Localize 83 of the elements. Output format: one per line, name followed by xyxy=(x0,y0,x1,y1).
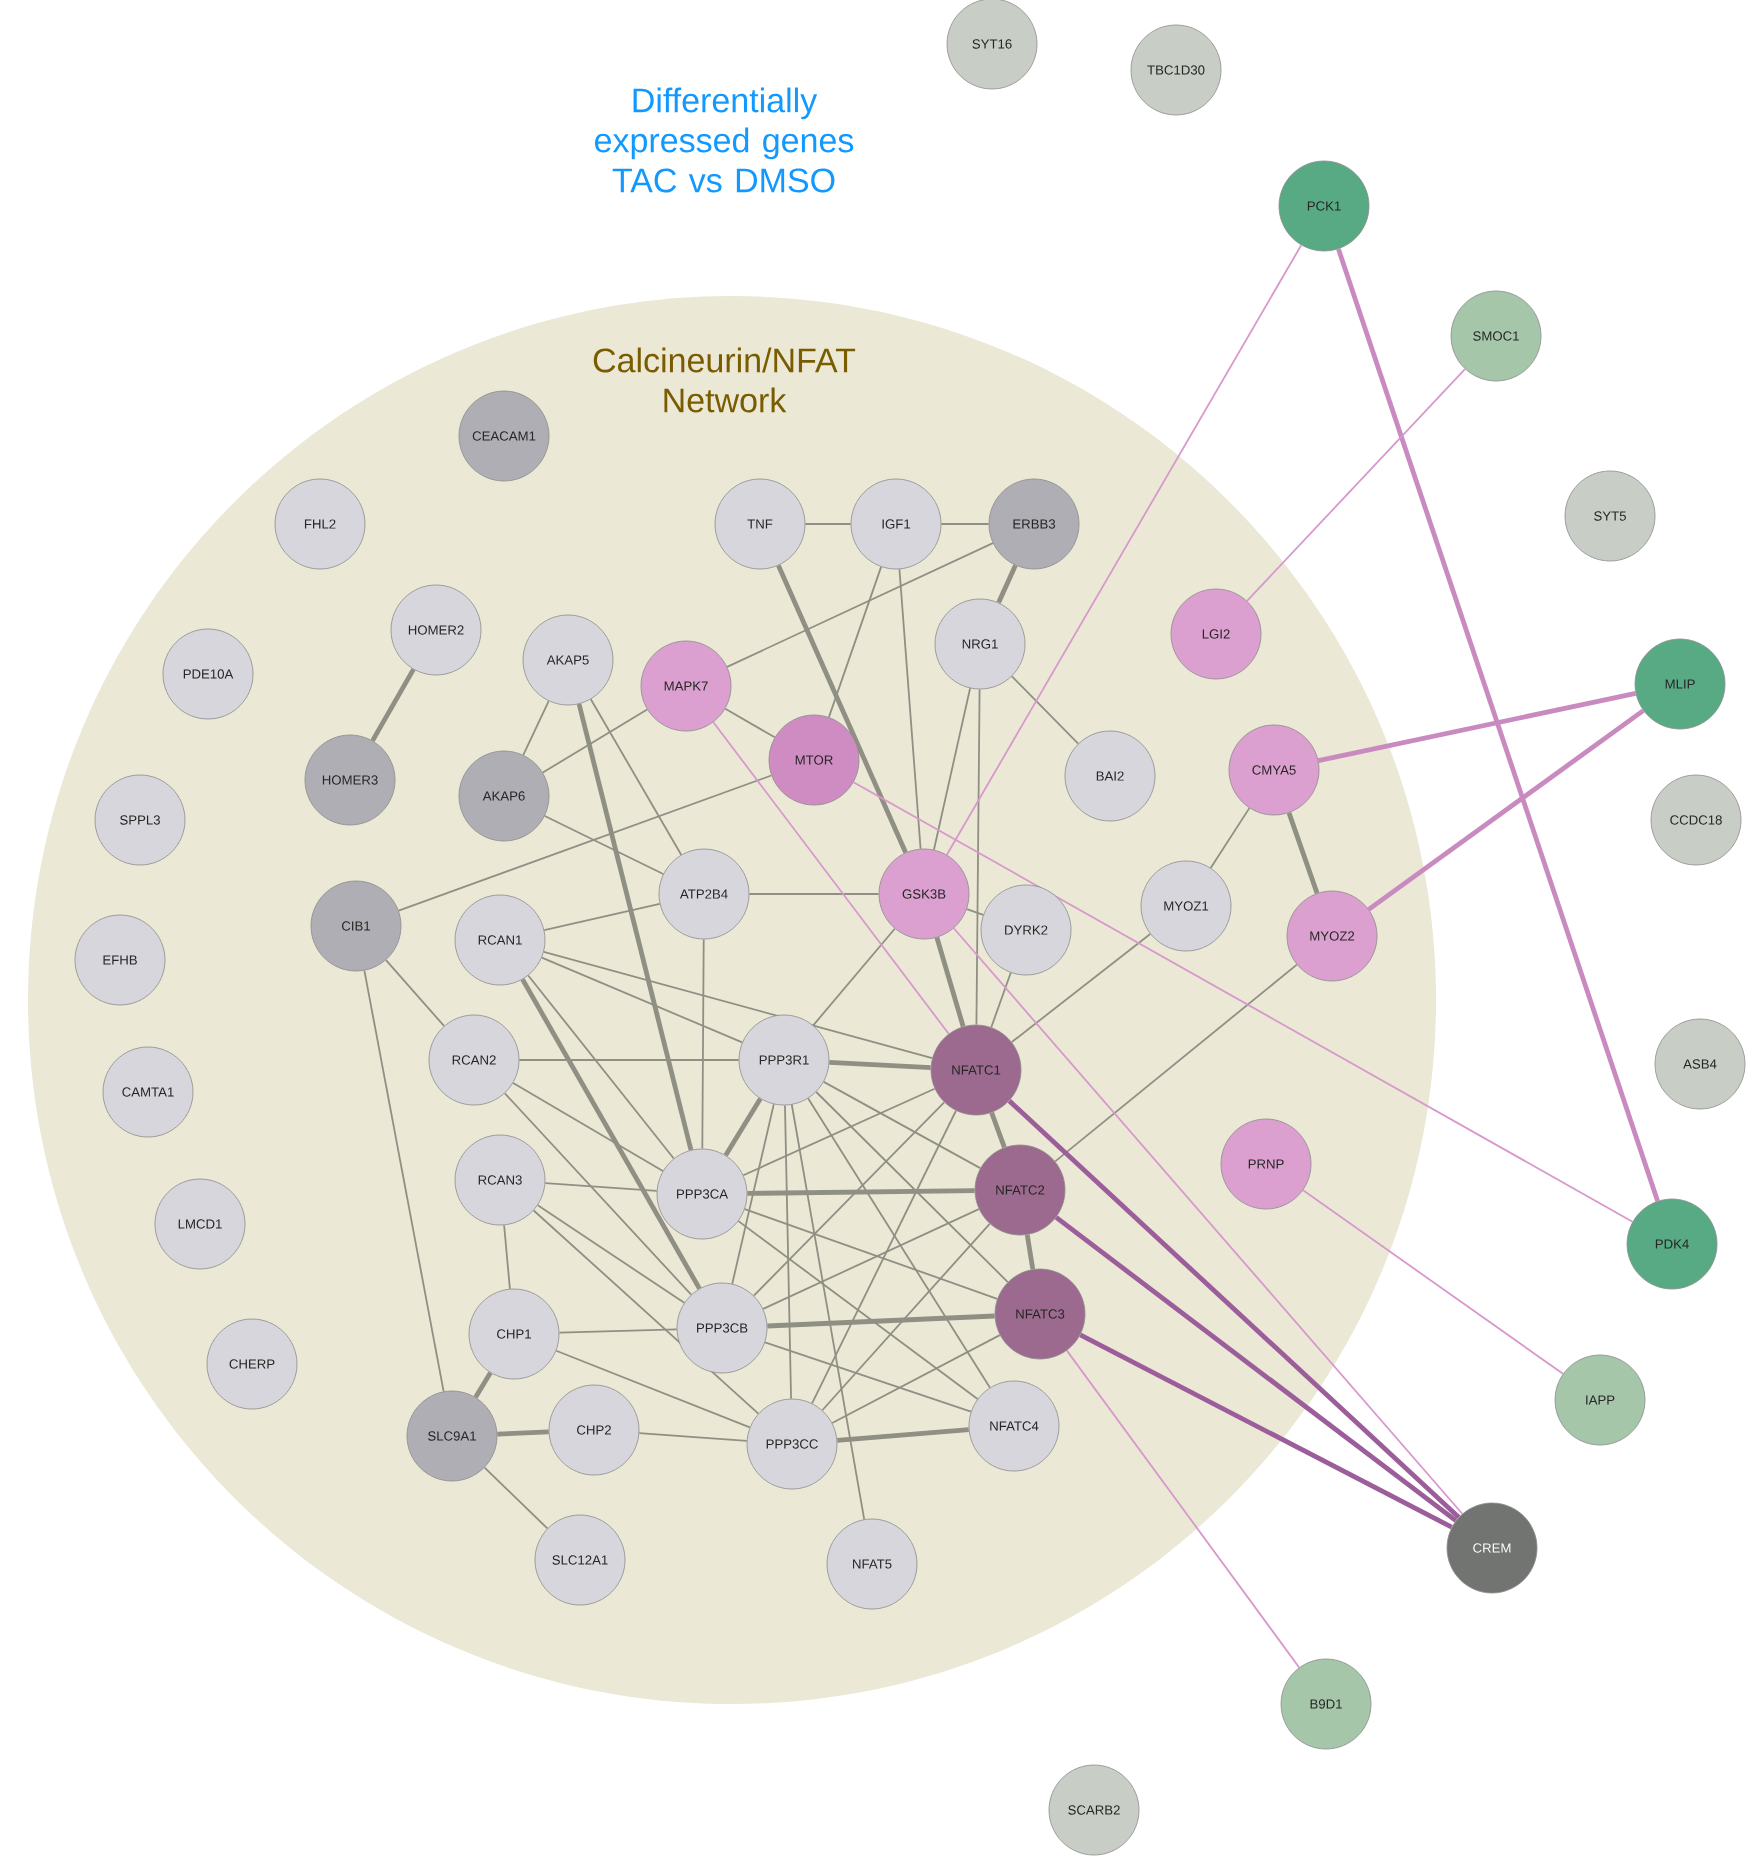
network-edge xyxy=(762,1208,980,1310)
network-edge xyxy=(540,956,744,1044)
network-edge xyxy=(815,1091,1009,1283)
network-edge xyxy=(1336,248,1660,1202)
network-edge xyxy=(1302,1189,1564,1375)
network-edge xyxy=(558,1328,678,1334)
network-edge xyxy=(483,1466,549,1530)
network-edge xyxy=(737,1220,979,1400)
network-edge xyxy=(723,1097,763,1157)
network-edge xyxy=(543,815,665,875)
network-edge xyxy=(952,927,1464,1515)
network-edge xyxy=(807,1097,991,1389)
network-edge xyxy=(724,707,776,739)
network-edge xyxy=(1079,1332,1453,1530)
network-edge xyxy=(752,1101,946,1297)
network-edge xyxy=(829,1059,931,1071)
network-edge xyxy=(397,774,773,912)
network-edge xyxy=(1246,368,1466,602)
network-edge xyxy=(965,908,985,916)
network-edge xyxy=(520,978,702,1290)
network-edge xyxy=(1024,1234,1036,1270)
network-edge xyxy=(852,781,1634,1223)
title: Differentially expressed genes TAC vs DMSO xyxy=(595,87,854,193)
network-edge xyxy=(555,1349,751,1429)
network-edge xyxy=(1367,708,1645,912)
network-edge xyxy=(1317,691,1637,763)
network-edge xyxy=(1010,933,1152,1043)
network-edge xyxy=(1054,1215,1458,1523)
network-edge xyxy=(837,1427,969,1443)
network-edge xyxy=(747,1188,975,1196)
network-edge xyxy=(790,1103,866,1521)
network-edge xyxy=(503,1224,511,1290)
network-edge xyxy=(767,1313,995,1329)
network-edge xyxy=(804,523,852,525)
network-edge xyxy=(385,959,445,1027)
network-edge xyxy=(363,969,445,1393)
network-edge xyxy=(576,703,694,1151)
network-edge xyxy=(1065,1349,1301,1669)
network-edge xyxy=(742,1087,936,1177)
network-edge xyxy=(544,1182,658,1192)
network-edge xyxy=(503,1092,693,1296)
network-edge xyxy=(940,523,990,525)
network-edge xyxy=(831,1334,1001,1424)
network-edge xyxy=(1286,812,1320,894)
network-edge xyxy=(512,1082,664,1172)
network-edge xyxy=(1209,807,1251,869)
network-edge xyxy=(828,566,882,718)
network-edge xyxy=(990,971,1012,1029)
network-edge xyxy=(776,564,908,854)
network-edge xyxy=(370,668,416,742)
network-edge xyxy=(821,1222,991,1412)
network-edge xyxy=(748,893,880,895)
network-edge xyxy=(541,708,649,774)
network-edge xyxy=(518,1059,740,1061)
network-edge xyxy=(542,951,934,1059)
network-edge xyxy=(536,1204,686,1304)
network-edge xyxy=(764,1341,972,1413)
network-edge xyxy=(522,700,550,756)
network-edge xyxy=(473,1371,493,1399)
network-edge xyxy=(945,244,1303,856)
network-edge xyxy=(726,542,994,668)
network-edge xyxy=(1054,963,1298,1163)
network-edge xyxy=(543,903,661,931)
network-edge xyxy=(996,564,1018,604)
network-edge xyxy=(975,688,981,1026)
network-edge xyxy=(1007,1099,1461,1519)
network-edge xyxy=(934,936,966,1028)
network-edge xyxy=(811,1109,957,1405)
network-edge xyxy=(898,568,922,850)
network-edge xyxy=(1010,675,1080,745)
network-edge xyxy=(701,938,705,1150)
network-edge xyxy=(497,1429,549,1437)
network-edge xyxy=(812,927,896,1027)
network-edge xyxy=(638,1432,748,1442)
network-edge xyxy=(712,721,950,1035)
network-edge xyxy=(589,698,683,856)
network-edge xyxy=(731,1103,775,1285)
network-edge xyxy=(822,1081,982,1169)
network-edge xyxy=(784,1104,792,1400)
network-edge xyxy=(989,1111,1007,1149)
network-edge xyxy=(743,1208,999,1300)
network-edge xyxy=(527,974,675,1160)
network-edge xyxy=(933,687,971,851)
